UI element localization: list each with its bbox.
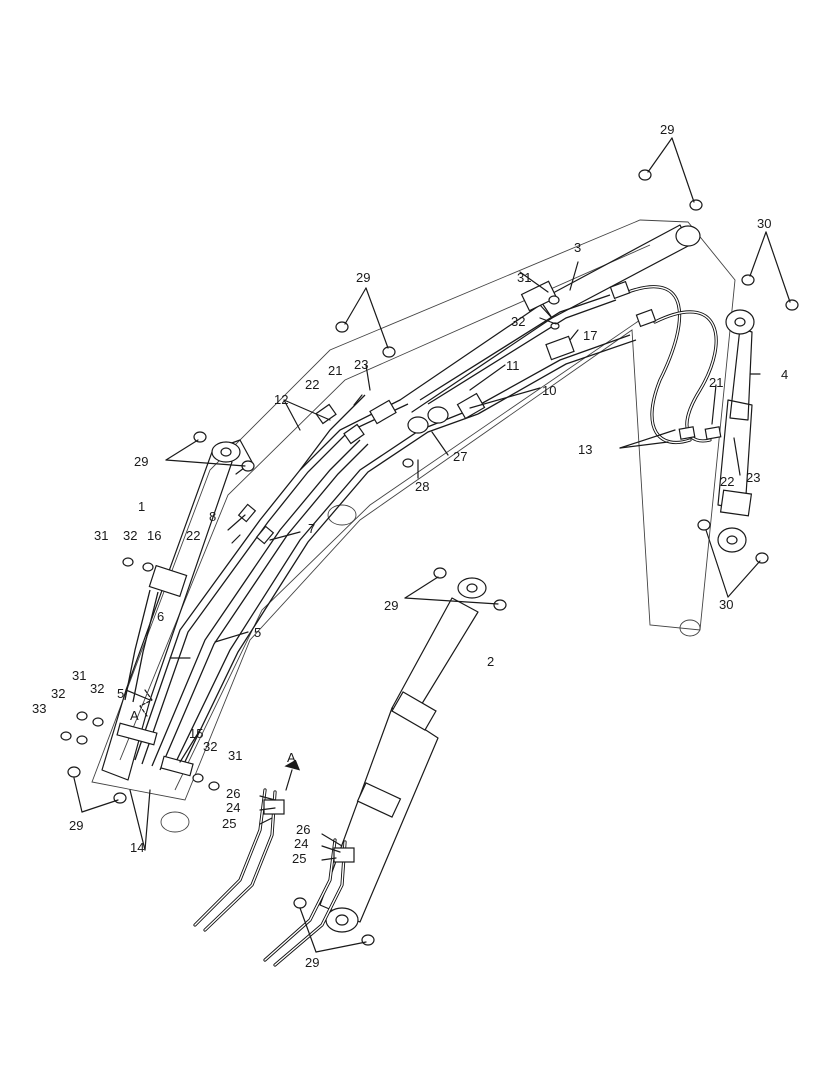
- label-31-lower-left: 31: [72, 668, 86, 683]
- label-1: 1: [138, 499, 145, 514]
- cylinder-3: [399, 224, 701, 413]
- label-21-right: 21: [709, 375, 723, 390]
- view-a-arrow: [139, 689, 301, 791]
- part-labels: 1 2 3 4 5 5 6 7 8 10 11 12 13 14 15 16 1…: [32, 122, 788, 970]
- label-8: 8: [209, 509, 216, 524]
- label-13: 13: [578, 442, 592, 457]
- label-26-right: 26: [296, 822, 310, 837]
- label-29-top-center: 29: [356, 270, 370, 285]
- label-23-right: 23: [746, 470, 760, 485]
- label-31-top: 31: [517, 270, 531, 285]
- label-29-bottom-left: 29: [69, 818, 83, 833]
- small-hardware: [60, 169, 799, 946]
- label-27: 27: [453, 449, 467, 464]
- label-32-lower-right: 32: [203, 739, 217, 754]
- label-15: 15: [189, 726, 203, 741]
- label-31-left: 31: [94, 528, 108, 543]
- label-11: 11: [506, 358, 520, 373]
- label-21-top: 21: [328, 363, 342, 378]
- label-23-top: 23: [354, 357, 368, 372]
- label-29-center: 29: [384, 598, 398, 613]
- label-view-a: A: [130, 708, 139, 723]
- label-25-left: 25: [222, 816, 236, 831]
- label-29-top-right: 29: [660, 122, 674, 137]
- label-22-left: 22: [186, 528, 200, 543]
- label-26-left: 26: [226, 786, 240, 801]
- label-7: 7: [308, 521, 315, 536]
- pipe-group: [124, 294, 637, 773]
- label-3: 3: [574, 240, 581, 255]
- label-14: 14: [130, 840, 144, 855]
- label-2: 2: [487, 654, 494, 669]
- label-22-top: 22: [305, 377, 319, 392]
- leader-lines: [73, 137, 791, 953]
- fittings: [116, 280, 722, 863]
- label-29-left: 29: [134, 454, 148, 469]
- boom-outline: [91, 219, 736, 833]
- label-33: 33: [32, 701, 46, 716]
- label-22-right: 22: [720, 474, 734, 489]
- label-5-lower: 5: [117, 686, 124, 701]
- label-30-top: 30: [757, 216, 771, 231]
- label-16: 16: [147, 528, 161, 543]
- cylinder-4: [717, 309, 755, 553]
- label-24-left: 24: [226, 800, 240, 815]
- label-25-right: 25: [292, 851, 306, 866]
- label-32-lower-b: 32: [90, 681, 104, 696]
- label-24-right: 24: [294, 836, 308, 851]
- label-32-top: 32: [511, 314, 525, 329]
- label-6: 6: [157, 609, 164, 624]
- label-5-upper: 5: [254, 625, 261, 640]
- cylinder-2: [319, 577, 487, 933]
- label-10: 10: [542, 383, 556, 398]
- hose-group: [193, 285, 718, 967]
- label-29-bottom: 29: [305, 955, 319, 970]
- label-arrow-a: A: [287, 750, 296, 765]
- label-32-lower-a: 32: [51, 686, 65, 701]
- label-28: 28: [415, 479, 429, 494]
- label-12: 12: [274, 392, 288, 407]
- label-4: 4: [781, 367, 788, 382]
- label-17: 17: [583, 328, 597, 343]
- label-32-left: 32: [123, 528, 137, 543]
- label-31-lower-right: 31: [228, 748, 242, 763]
- label-30-bottom: 30: [719, 597, 733, 612]
